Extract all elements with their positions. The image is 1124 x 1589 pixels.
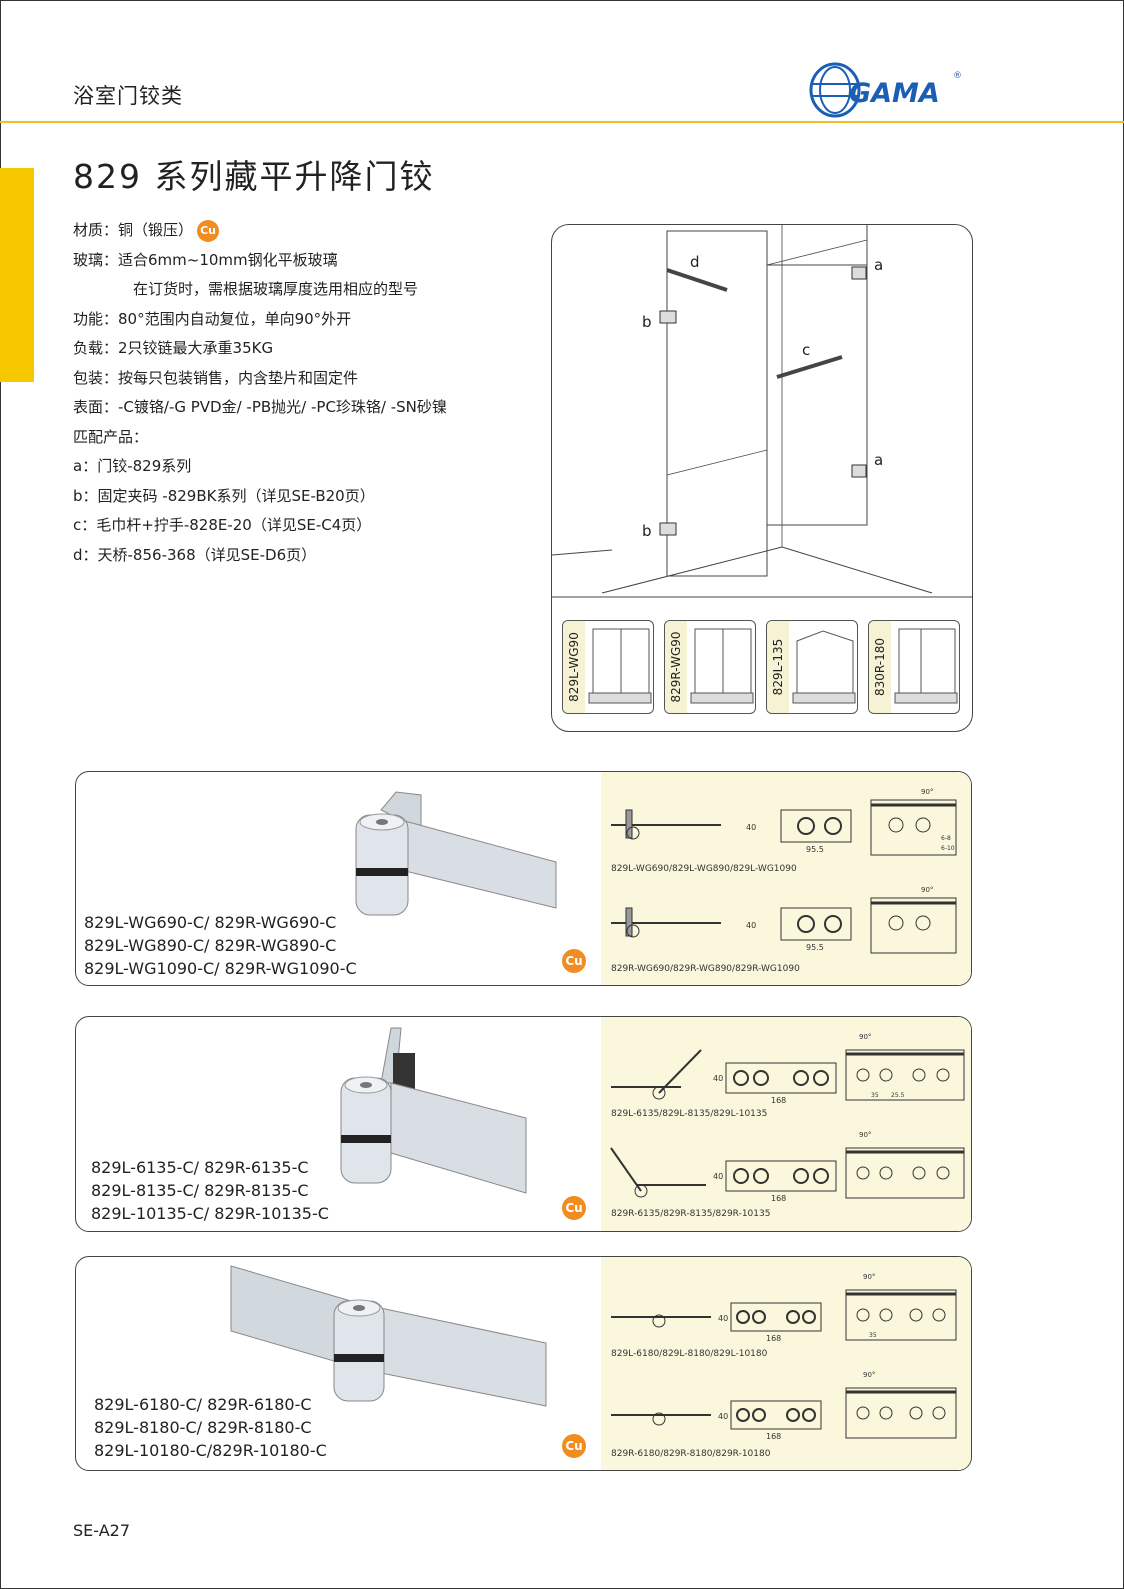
label-b-bottom: b <box>642 522 652 540</box>
label-b-top: b <box>642 313 652 331</box>
svg-text:90°: 90° <box>863 1273 875 1281</box>
spec-matching-b: b：固定夹码 -829BK系列（详见SE-B20页） <box>73 486 375 505</box>
svg-text:25.5: 25.5 <box>891 1092 905 1099</box>
spec-material: 材质：铜（锻压）Cu <box>73 218 447 248</box>
spec-finish: 表面：-C镀铬/-G PVD金/ -PB抛光/ -PC珍珠铬/ -SN砂镍 <box>73 398 447 416</box>
product-box-180: 829L-6180-C/ 829R-6180-C 829L-8180-C/ 82… <box>75 1256 972 1471</box>
svg-text:90°: 90° <box>859 1131 871 1139</box>
svg-text:90°: 90° <box>921 788 933 796</box>
spec-load: 负载：2只铰链最大承重35KG <box>73 339 274 357</box>
spec-glass: 玻璃：适合6mm~10mm钢化平板玻璃 <box>73 250 338 269</box>
svg-text:40: 40 <box>718 1412 728 1421</box>
thumbnail-label: 829R-WG90 <box>669 631 683 703</box>
label-c: c <box>802 341 810 359</box>
product-box-wg: 829L-WG690-C/ 829R-WG690-C 829L-WG890-C/… <box>75 771 972 986</box>
spec-list: 材质：铜（锻压）Cu 玻璃：适合6mm~10mm钢化平板玻璃 在订货时，需根据玻… <box>73 218 447 572</box>
model-list: 829L-6180-C/ 829R-6180-C 829L-8180-C/ 82… <box>94 1395 327 1460</box>
spec-matching-c: c：毛巾杆+拧手-828E-20（详见SE-C4页） <box>73 516 372 534</box>
page-title: 829 系列藏平升降门铰 <box>73 157 435 196</box>
header-rule <box>0 121 1124 123</box>
cu-icon: Cu <box>197 219 220 242</box>
page-number: SE-A27 <box>73 1521 130 1540</box>
drawing-caption: 829R-6180/829R-8180/829R-10180 <box>611 1449 771 1459</box>
drawing-caption: 829R-6135/829R-8135/829R-10135 <box>611 1209 771 1219</box>
spec-matching-title: 匹配产品： <box>73 427 149 446</box>
model-list: 829L-WG690-C/ 829R-WG690-C 829L-WG890-C/… <box>84 913 357 978</box>
hinge-photo <box>355 791 557 916</box>
category-heading: 浴室门铰类 <box>73 84 183 108</box>
drawing-caption: 829R-WG690/829R-WG890/829R-WG1090 <box>611 964 800 974</box>
svg-text:168: 168 <box>771 1194 786 1203</box>
spec-matching-d: d：天桥-856-368（详见SE-D6页） <box>73 545 317 564</box>
label-a-bottom: a <box>874 451 883 469</box>
drawing-caption: 829L-WG690/829L-WG890/829L-WG1090 <box>611 864 797 874</box>
svg-text:40: 40 <box>713 1172 723 1181</box>
registered-mark: ® <box>953 71 962 81</box>
installation-diagram: d a a b b c 829L-WG90 829R-WG90 829L-135… <box>551 224 973 732</box>
svg-text:168: 168 <box>766 1334 781 1343</box>
thumbnail-829l-135: 829L-135 <box>766 620 858 714</box>
svg-text:6-8: 6-8 <box>941 835 951 842</box>
thumbnail-label: 829L-WG90 <box>567 632 581 702</box>
svg-text:95.5: 95.5 <box>806 943 824 952</box>
spec-function: 功能：80°范围内自动复位，单向90°外开 <box>73 309 352 328</box>
hinge-photo <box>340 1027 527 1194</box>
svg-text:90°: 90° <box>921 886 933 894</box>
thumbnail-829l-wg90: 829L-WG90 <box>562 620 654 714</box>
svg-text:35: 35 <box>871 1092 879 1099</box>
technical-drawings: 40 168 90° 35 25.5 829L-6135/829L-8135/8… <box>601 1017 971 1231</box>
spec-matching-a: a：门铰-829系列 <box>73 457 192 475</box>
model-list: 829L-6135-C/ 829R-6135-C 829L-8135-C/ 82… <box>91 1158 329 1223</box>
svg-text:40: 40 <box>718 1314 728 1323</box>
thumbnail-label: 829L-135 <box>771 638 785 696</box>
svg-text:95.5: 95.5 <box>806 845 824 854</box>
cu-icon: Cu <box>562 1196 586 1220</box>
label-a-top: a <box>874 256 883 274</box>
svg-text:168: 168 <box>771 1096 786 1105</box>
label-d: d <box>690 253 700 271</box>
drawing-caption: 829L-6180/829L-8180/829L-10180 <box>611 1349 768 1359</box>
hinge-photo <box>230 1265 547 1407</box>
svg-text:35: 35 <box>869 1332 877 1339</box>
spec-packaging: 包装：按每只包装销售，内含垫片和固定件 <box>73 368 359 387</box>
drawing-caption: 829L-6135/829L-8135/829L-10135 <box>611 1109 768 1119</box>
gama-logo: GAMA ® <box>805 62 975 122</box>
technical-drawings: 40 95.5 90° 6-8 6-10 829L-WG690/829L-WG8… <box>601 772 971 985</box>
product-box-135: 829L-6135-C/ 829R-6135-C 829L-8135-C/ 82… <box>75 1016 972 1232</box>
svg-text:168: 168 <box>766 1432 781 1441</box>
thumbnail-829r-wg90: 829R-WG90 <box>664 620 756 714</box>
svg-text:40: 40 <box>713 1074 723 1083</box>
thumbnail-830r-180: 830R-180 <box>868 620 960 714</box>
svg-text:40: 40 <box>746 921 756 930</box>
side-tab <box>0 168 34 382</box>
logo-text: GAMA <box>849 78 940 109</box>
svg-text:90°: 90° <box>859 1033 871 1041</box>
technical-drawings: 40 168 90° 35 829L-6180/829L-8180/829L-1… <box>601 1257 971 1470</box>
thumbnail-label: 830R-180 <box>873 638 887 696</box>
cu-icon: Cu <box>562 949 586 973</box>
svg-text:6-10: 6-10 <box>941 845 955 852</box>
cu-icon: Cu <box>562 1434 586 1458</box>
svg-text:90°: 90° <box>863 1371 875 1379</box>
svg-text:40: 40 <box>746 823 756 832</box>
spec-glass-note: 在订货时，需根据玻璃厚度选用相应的型号 <box>133 280 419 298</box>
